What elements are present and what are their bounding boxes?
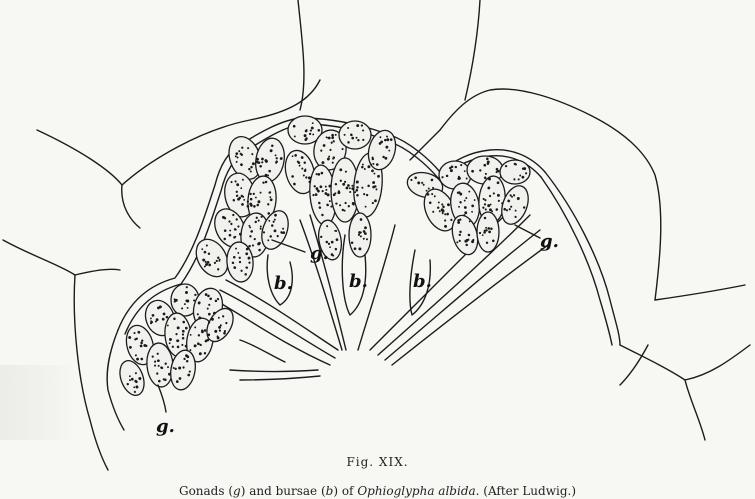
label-g-lower: g. bbox=[156, 418, 175, 436]
caption-mid2: ) of bbox=[333, 484, 357, 498]
label-g-upper: g. bbox=[310, 245, 329, 263]
caption-suffix: . (After Ludwig.) bbox=[476, 484, 576, 498]
label-b-middle: b. bbox=[349, 273, 368, 291]
label-g-right: g. bbox=[540, 233, 559, 251]
figure-caption: Gonads (g) and bursae (b) of Ophioglypha… bbox=[0, 484, 755, 498]
label-b-left: b. bbox=[274, 275, 293, 293]
label-b-right: b. bbox=[413, 273, 432, 291]
caption-g-letter: g bbox=[233, 484, 241, 498]
caption-prefix: Gonads ( bbox=[179, 484, 233, 498]
figure-number: Fig. XIX. bbox=[0, 455, 755, 469]
caption-species: Ophioglypha albida bbox=[357, 484, 475, 498]
caption-middle: ) and bursae ( bbox=[241, 484, 326, 498]
body-outline bbox=[3, 0, 750, 470]
